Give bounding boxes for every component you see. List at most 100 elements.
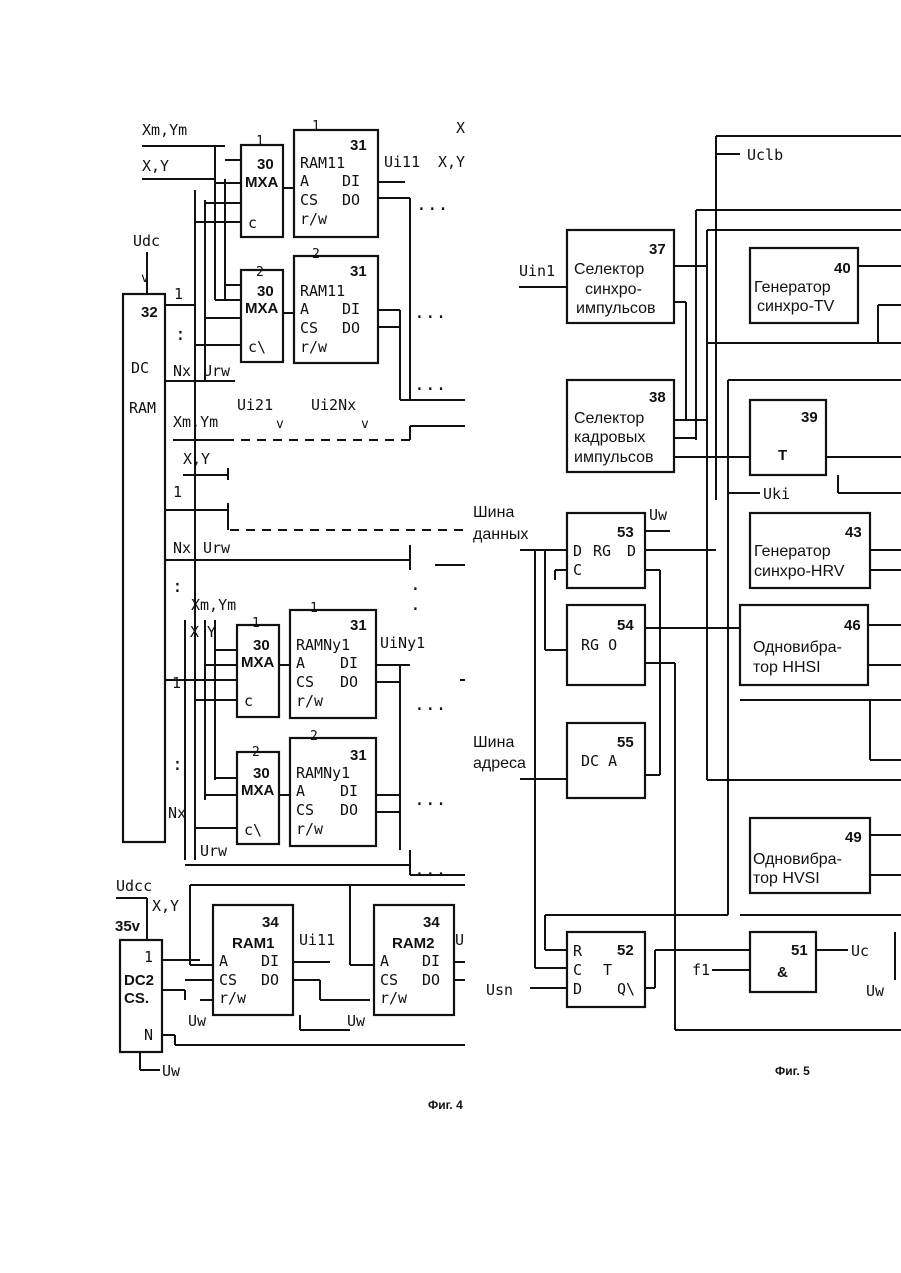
signal-xm-ym-mid: Xm,Ym [173,413,218,431]
ram2-bottom-a: A [380,952,389,970]
label-uclb: Uclb [747,146,783,164]
block-43-number: 43 [845,524,862,541]
mxa-3-index: 1 [252,616,260,631]
ram-2-di: DI [342,300,360,318]
block-46-line2: тор HHSI [753,659,821,676]
mxa-4-name: MXA [241,782,275,799]
block-49-number: 49 [845,829,862,846]
label-ui2nx: Ui2Nx [311,396,356,414]
block-37-line1: Селектор [574,261,644,278]
ram2-bottom-name: RAM2 [392,935,435,952]
ram-3-cs: CS [296,673,314,691]
label-uw-ram1: Uw [188,1012,207,1030]
block-38-line3: импульсов [574,449,654,466]
ram2-bottom-do: DO [422,971,440,989]
block-51-number: 51 [791,942,808,959]
mxa-1-c: c [248,214,257,232]
block-55-number: 55 [617,734,634,751]
block-43-line2: синхро-HRV [754,563,845,580]
svg-text::: : [175,324,186,345]
block-40-line1: Генератор [754,279,831,296]
ram-1-rw: r/w [300,210,328,228]
ram-4-cs: CS [296,801,314,819]
ram1-bottom-di: DI [261,952,279,970]
signal-udc: Udc [133,232,160,250]
ram-4-rw: r/w [296,820,324,838]
ram1-bottom-cs: CS [219,971,237,989]
udc-arrow: v [141,271,149,286]
block-52-q: Q\ [617,980,635,998]
ram-2-number: 31 [350,263,367,280]
block-46-number: 46 [844,617,861,634]
figure-4-caption: Фиг. 4 [428,1098,463,1112]
ram-3-do: DO [340,673,358,691]
ram2-bottom-number: 34 [423,914,440,931]
ram-4-name: RAMNy1 [296,764,350,782]
ram-2-do: DO [342,319,360,337]
block-40-number: 40 [834,260,851,277]
ram1-bottom-number: 34 [262,914,279,931]
dc2-one: 1 [144,948,153,966]
ram-1-a: A [300,172,309,190]
svg-text:...: ... [414,302,447,323]
mxa-3-number: 30 [253,637,270,654]
mxa-4-index: 2 [252,745,260,760]
ram-2-a: A [300,300,309,318]
mxa-2-index: 2 [256,265,264,280]
mxa-3-name: MXA [241,654,275,671]
block-43-line1: Генератор [754,543,831,560]
dc2-n: N [144,1026,153,1044]
svg-text:...: ... [414,374,447,395]
block-46-line1: Одновибра- [753,639,842,656]
ram-3-di: DI [340,654,358,672]
ram2-bottom-di: DI [422,952,440,970]
svg-text:...: ... [416,194,449,215]
ram-1-do: DO [342,191,360,209]
block-53-c: C [573,561,582,579]
bus-data-line1: Шина [473,504,514,521]
block-49-line1: Одновибра- [753,851,842,868]
block-52-d: D [573,980,582,998]
block-49-line2: тор HVSI [753,870,820,887]
label-top-right-xy: X,Y [438,153,465,171]
ram-3-index: 1 [310,601,318,616]
bus-data-line2: данных [473,526,528,543]
signal-xy-bottom: X,Y [152,897,179,915]
label-nx-3: Nx [168,804,186,822]
v-mark-2: v [361,417,369,432]
ram-4-index: 2 [310,729,318,744]
label-uki: Uki [763,485,790,503]
dc-ram-line2: RAM [129,399,156,417]
svg-text:.: . [410,594,421,615]
ram-3-name: RAMNy1 [296,636,350,654]
block-52-t: T [603,961,612,979]
label-ui11-top: Ui11 [384,153,420,171]
block-53-number: 53 [617,524,634,541]
label-uw-ram2: Uw [347,1012,366,1030]
bus-addr-line1: Шина [473,734,514,751]
ram-4-di: DI [340,782,358,800]
ram-1-cs: CS [300,191,318,209]
block-52-c: C [573,961,582,979]
ram1-bottom-name: RAM1 [232,935,275,952]
mxa-4-c: c\ [244,821,262,839]
figure-5-caption: Фиг. 5 [775,1064,810,1078]
block-51-and-gate [750,932,816,992]
label-urw-2: Urw [203,539,231,557]
signal-xm-ym: Xm,Ym [142,121,187,139]
mxa-2-name: MXA [245,300,279,317]
mxa-2-number: 30 [257,283,274,300]
block-38-number: 38 [649,389,666,406]
dc-out-1-low: 1 [172,674,181,692]
block-40-line2: синхро-TV [757,298,835,315]
label-nx-1: Nx [173,362,191,380]
block-38-line1: Селектор [574,410,644,427]
dc-ram-line1: DC [131,359,149,377]
label-ui11-bottom: Ui11 [299,931,335,949]
svg-text::: : [172,576,183,597]
signal-xm-ym-low: Xm,Ym [191,596,236,614]
label-uw-bottom: Uw [162,1062,181,1080]
bus-addr-line2: адреса [473,755,526,772]
ram-1-di: DI [342,172,360,190]
